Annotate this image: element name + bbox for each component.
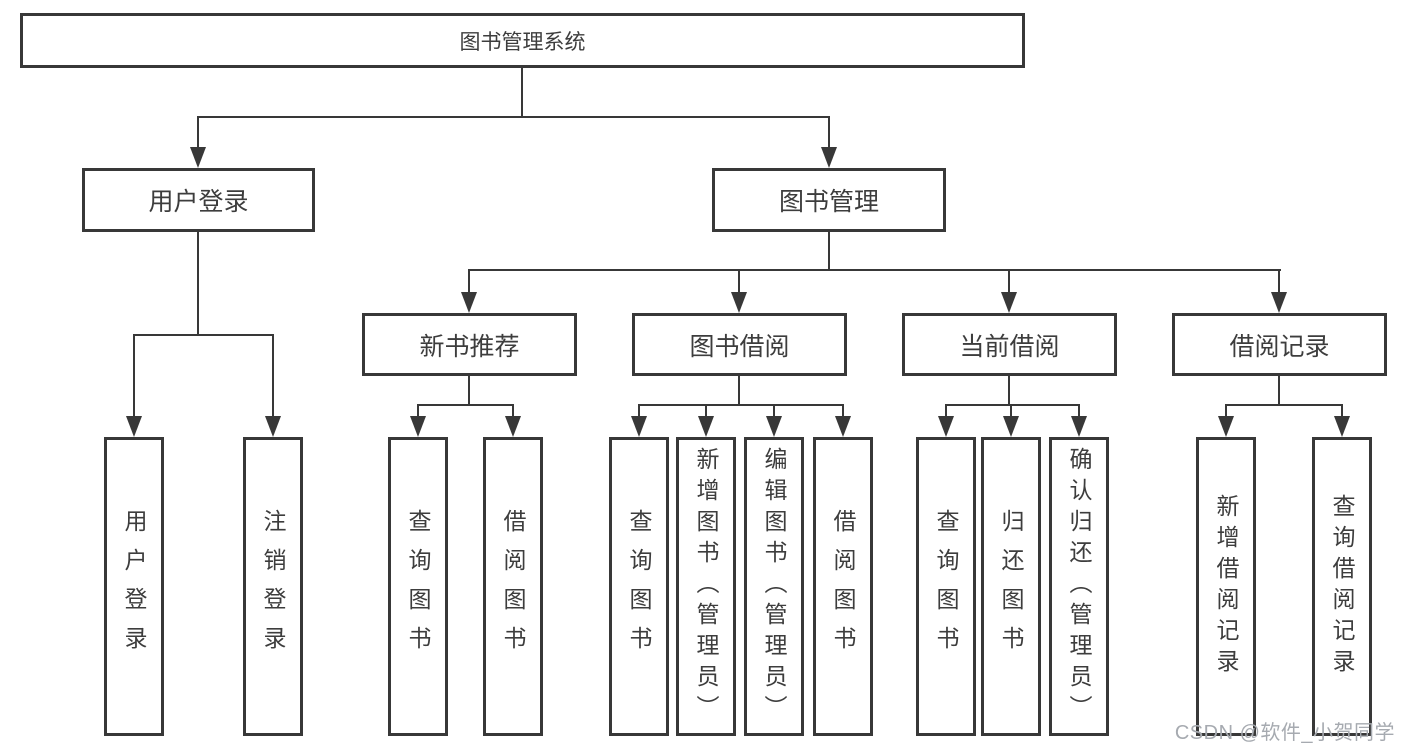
node-leaf-add-books-admin: 新增图书（管理员）	[676, 437, 736, 736]
node-book-management: 图书管理	[712, 168, 946, 232]
connector-arrow-add-borrow-record	[1218, 405, 1234, 437]
connector-book-management-rail	[468, 269, 1281, 271]
node-book-borrowing: 图书借阅	[632, 313, 847, 376]
node-leaf-edit-books-admin: 编辑图书（管理员）	[744, 437, 804, 736]
node-label: 图书管理	[778, 188, 879, 216]
node-label: 查询借阅记录	[1329, 493, 1355, 680]
node-leaf-return-books: 归还图书	[981, 437, 1041, 736]
connector-arrow-query-books-2	[631, 405, 647, 437]
csdn-watermark: CSDN @软件_小贺同学	[1174, 722, 1395, 744]
connector-arrow-add-books	[698, 405, 714, 437]
node-label: 用户登录	[148, 188, 249, 216]
connector-arrow-current-borrowing	[1001, 270, 1017, 313]
node-label: 查询图书	[405, 508, 431, 665]
connector-book-borrowing-rail	[638, 404, 844, 406]
connector-root-rail	[197, 116, 830, 118]
node-library-management-system: 图书管理系统	[20, 13, 1025, 68]
connector-new-book-rail	[417, 404, 514, 406]
connector-arrow-book-borrowing	[731, 270, 747, 313]
node-label: 归还图书	[998, 508, 1024, 665]
node-label: 新增借阅记录	[1213, 493, 1239, 680]
node-leaf-query-books-3: 查询图书	[916, 437, 976, 736]
connector-user-login-stub	[197, 232, 199, 336]
connector-arrow-return-books	[1003, 405, 1019, 437]
node-label: 查询图书	[933, 508, 959, 665]
connector-user-login-rail	[133, 334, 274, 336]
node-leaf-add-borrow-record: 新增借阅记录	[1196, 437, 1256, 736]
node-label: 图书管理系统	[459, 30, 586, 54]
node-label: 图书借阅	[689, 332, 790, 361]
connector-arrow-edit-books	[766, 405, 782, 437]
connector-arrow-borrowing-records	[1271, 270, 1287, 313]
node-leaf-query-borrow-record: 查询借阅记录	[1312, 437, 1372, 736]
connector-current-borrowing-stub	[1008, 376, 1010, 406]
node-label: 新增图书（管理员）	[693, 447, 719, 726]
connector-new-book-stub	[468, 376, 470, 406]
node-leaf-borrow-books-2: 借阅图书	[813, 437, 873, 736]
connector-arrow-user-login	[190, 117, 206, 168]
node-label: 当前借阅	[959, 332, 1060, 361]
connector-arrow-query-books-3	[938, 405, 954, 437]
node-leaf-query-books-1: 查询图书	[388, 437, 448, 736]
node-label: 借阅记录	[1229, 332, 1330, 361]
connector-arrow-query-books-1	[410, 405, 426, 437]
connector-borrowing-records-rail	[1225, 404, 1343, 406]
node-label: 借阅图书	[500, 508, 526, 665]
connector-arrow-borrow-books-1	[505, 405, 521, 437]
connector-arrow-confirm-return	[1071, 405, 1087, 437]
node-label: 编辑图书（管理员）	[761, 447, 787, 726]
connector-root-stub	[521, 68, 523, 117]
node-leaf-query-books-2: 查询图书	[609, 437, 669, 736]
connector-book-borrowing-stub	[738, 376, 740, 406]
node-user-login: 用户登录	[82, 168, 315, 232]
connector-current-borrowing-rail	[945, 404, 1080, 406]
node-new-book-recommendation: 新书推荐	[362, 313, 577, 376]
node-label: 用户登录	[121, 508, 147, 665]
connector-arrow-book-management	[821, 117, 837, 168]
node-label: 注销登录	[260, 508, 286, 665]
node-label: 查询图书	[626, 508, 652, 665]
node-leaf-borrow-books-1: 借阅图书	[483, 437, 543, 736]
node-borrowing-records: 借阅记录	[1172, 313, 1387, 376]
connector-arrow-query-borrow-record	[1334, 405, 1350, 437]
node-leaf-logout: 注销登录	[243, 437, 303, 736]
node-label: 确认归还（管理员）	[1066, 447, 1092, 726]
connector-arrow-new-book-recommendation	[461, 270, 477, 313]
connector-arrow-leaf-user-login	[126, 335, 142, 437]
connector-book-management-stub	[828, 232, 830, 271]
connector-arrow-borrow-books-2	[835, 405, 851, 437]
connector-arrow-leaf-logout	[265, 335, 281, 437]
node-label: 借阅图书	[830, 508, 856, 665]
connector-borrowing-records-stub	[1278, 376, 1280, 406]
node-current-borrowing: 当前借阅	[902, 313, 1117, 376]
node-label: 新书推荐	[419, 332, 520, 361]
node-leaf-user-login: 用户登录	[104, 437, 164, 736]
node-leaf-confirm-return-admin: 确认归还（管理员）	[1049, 437, 1109, 736]
